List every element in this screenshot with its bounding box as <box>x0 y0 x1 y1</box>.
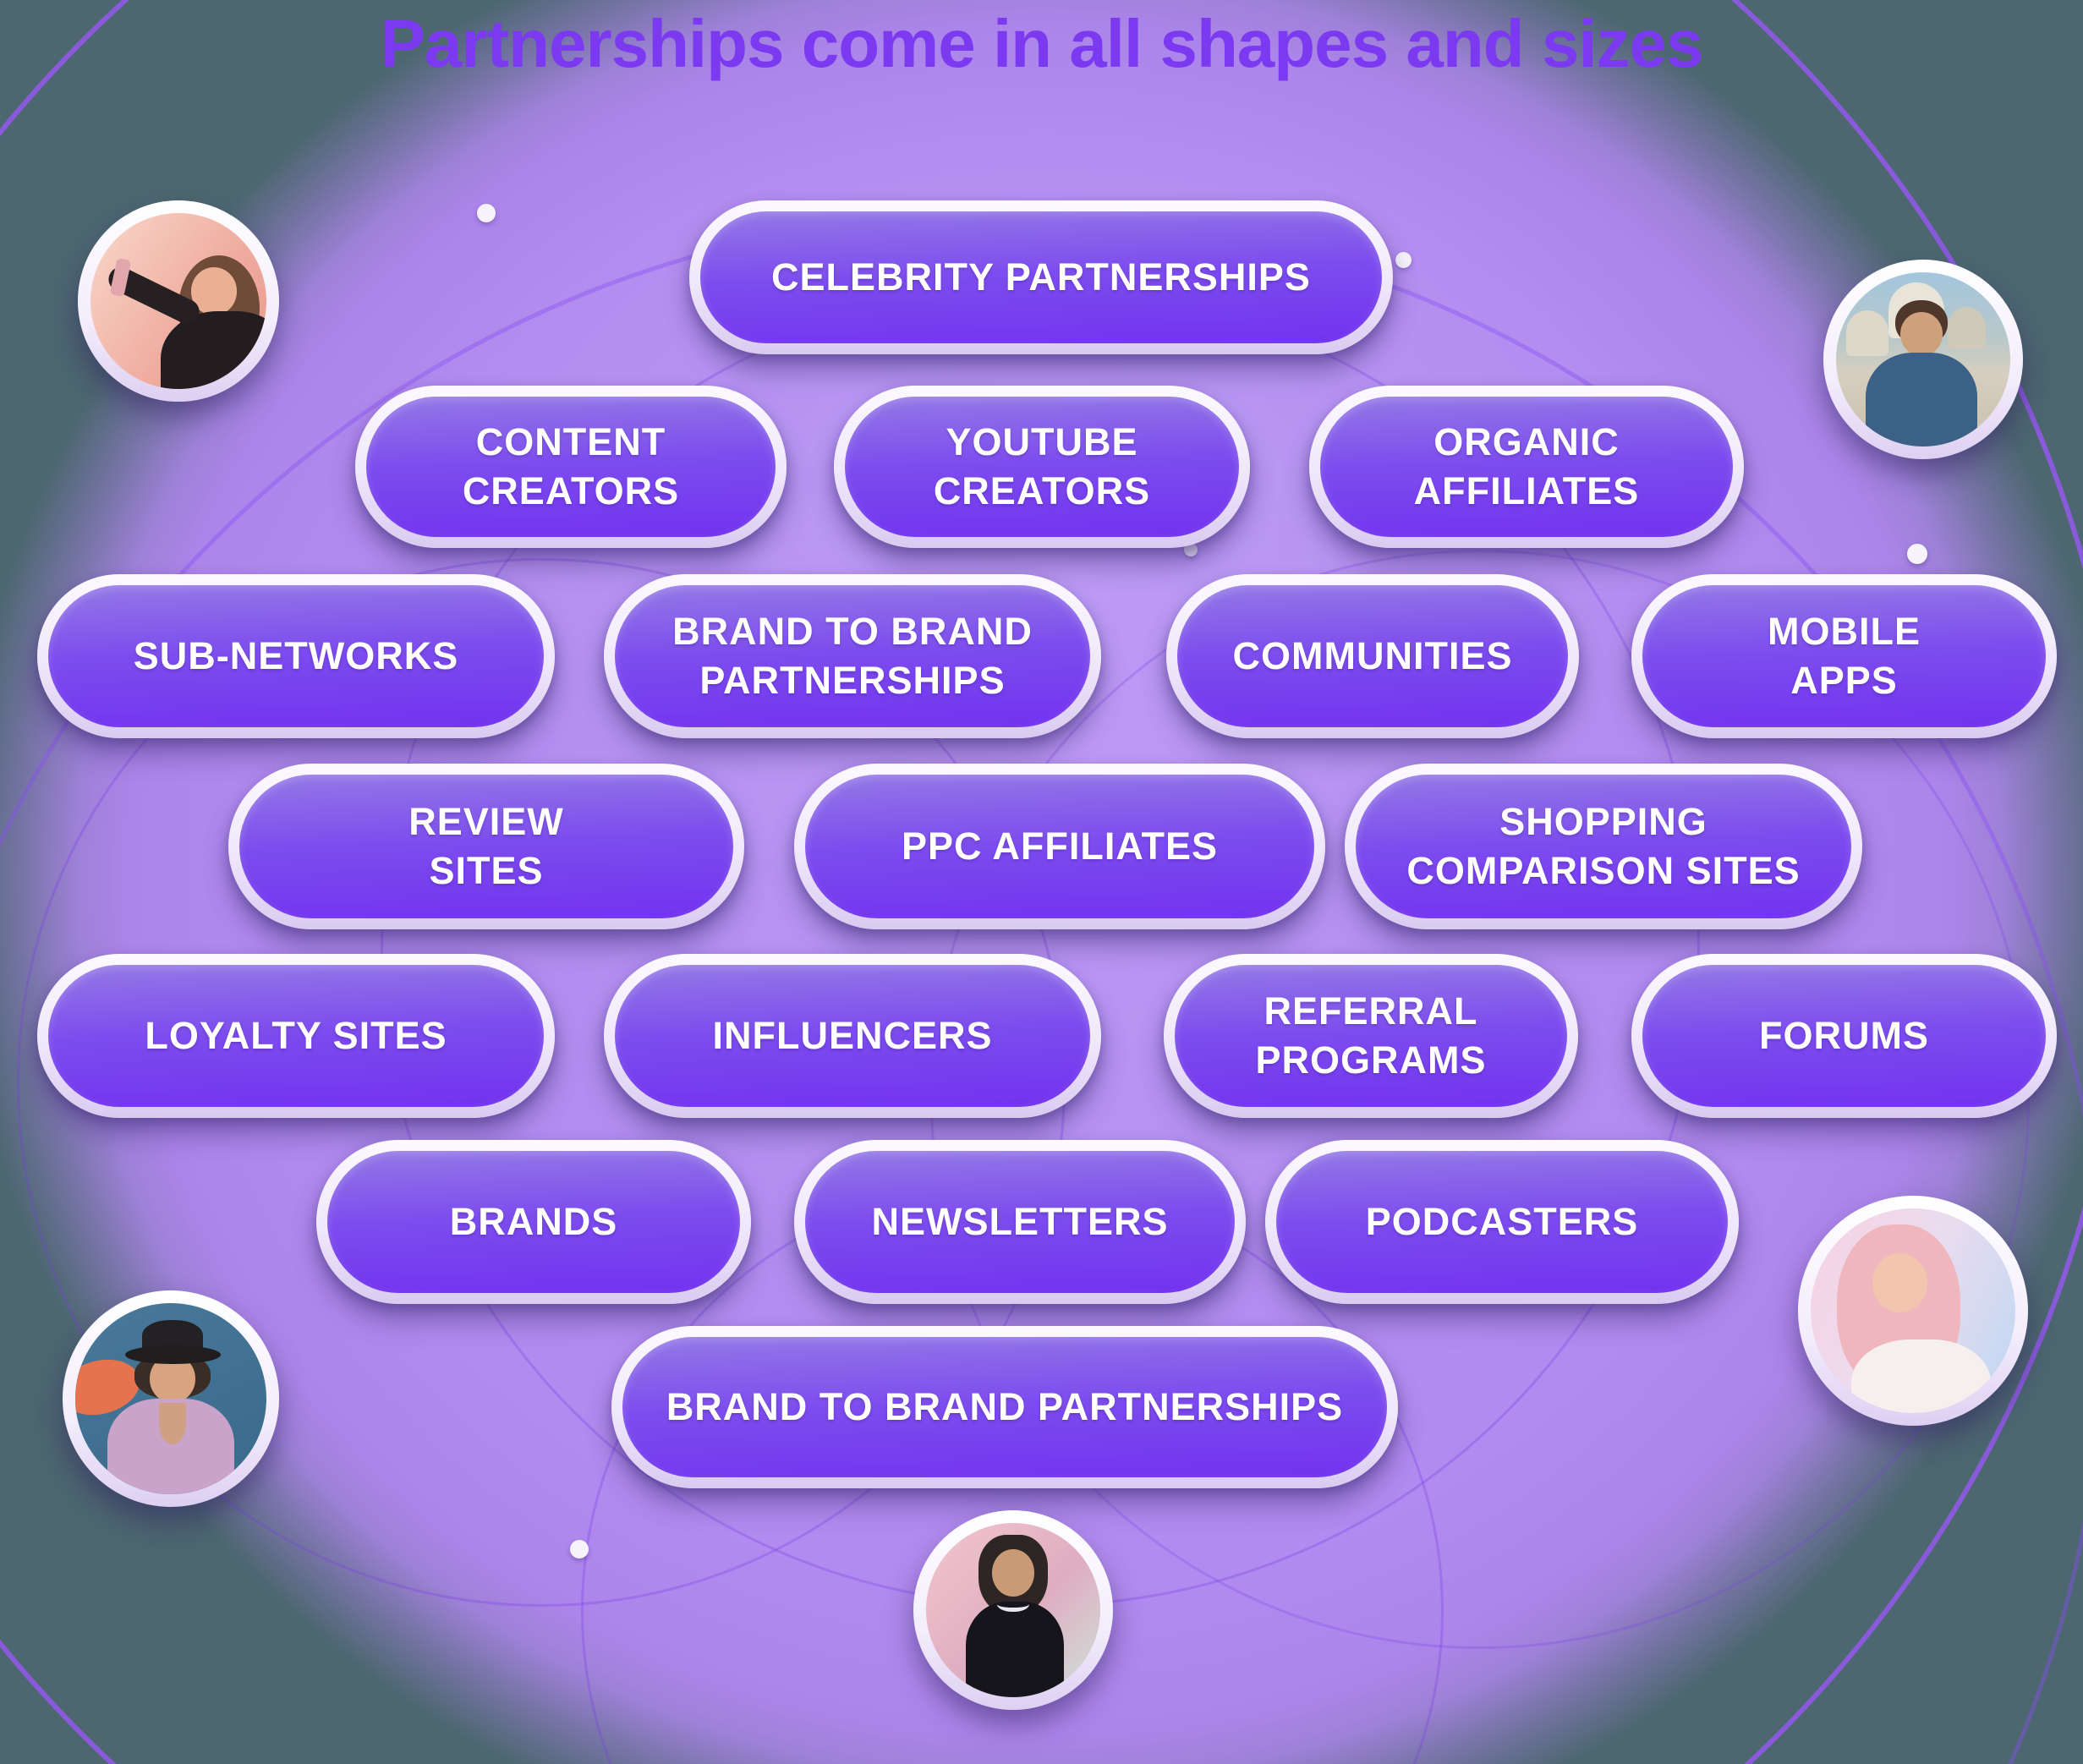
pill-face: REVIEW SITES <box>239 775 733 918</box>
pill-podcasters: PODCASTERS <box>1265 1140 1739 1304</box>
portrait-chest <box>159 1402 187 1445</box>
pill-face: NEWSLETTERS <box>805 1151 1235 1293</box>
white-dot <box>1395 252 1412 268</box>
avatar-photo <box>90 213 266 389</box>
pill-label: YOUTUBE CREATORS <box>933 420 1151 512</box>
pill-label: COMMUNITIES <box>1232 634 1513 678</box>
pill-label: PODCASTERS <box>1365 1200 1639 1244</box>
pill-label: REVIEW SITES <box>408 800 564 892</box>
pill-face: SUB-NETWORKS <box>48 585 544 727</box>
pill-label: FORUMS <box>1759 1014 1929 1058</box>
pill-face: BRANDS <box>327 1151 740 1293</box>
pill-face: LOYALTY SITES <box>48 965 544 1107</box>
pill-label: BRAND TO BRAND PARTNERSHIPS <box>672 610 1033 702</box>
white-dot <box>570 1540 589 1559</box>
portrait-face <box>1872 1253 1927 1313</box>
white-dot <box>1184 543 1198 556</box>
pill-label: REFERRAL PROGRAMS <box>1255 989 1487 1082</box>
pill-label: PPC AFFILIATES <box>902 824 1218 868</box>
pill-face: FORUMS <box>1642 965 2046 1107</box>
pill-organic-affiliates: ORGANIC AFFILIATES <box>1309 386 1744 548</box>
portrait-torso <box>161 311 266 389</box>
pill-face: CONTENT CREATORS <box>366 397 776 537</box>
avatar-woman-in-black-outfit <box>913 1510 1113 1710</box>
portrait-torso <box>1866 352 1977 446</box>
pill-face: ORGANIC AFFILIATES <box>1320 397 1733 537</box>
pill-brand-to-brand-partnerships-2: BRAND TO BRAND PARTNERSHIPS <box>611 1326 1398 1488</box>
page-title: Partnerships come in all shapes and size… <box>380 6 1703 81</box>
pill-newsletters: NEWSLETTERS <box>794 1140 1246 1304</box>
pill-label: LOYALTY SITES <box>145 1014 447 1058</box>
pill-face: YOUTUBE CREATORS <box>845 397 1239 537</box>
avatar-photo <box>1836 272 2010 446</box>
pill-ppc-affiliates: PPC AFFILIATES <box>794 764 1325 929</box>
pill-face: INFLUENCERS <box>615 965 1090 1107</box>
pill-label: CONTENT CREATORS <box>462 420 680 512</box>
pill-face: PPC AFFILIATES <box>805 775 1314 918</box>
pill-face: PODCASTERS <box>1276 1151 1728 1293</box>
pill-label: INFLUENCERS <box>712 1014 993 1058</box>
pill-label: ORGANIC AFFILIATES <box>1413 420 1640 512</box>
portrait-torso <box>966 1601 1064 1697</box>
pill-face: MOBILE APPS <box>1642 585 2046 727</box>
portrait-building <box>1947 307 1987 349</box>
pill-face: BRAND TO BRAND PARTNERSHIPS <box>622 1337 1387 1477</box>
pill-label: BRANDS <box>449 1200 618 1244</box>
pill-face: REFERRAL PROGRAMS <box>1175 965 1567 1107</box>
pill-celebrity-partnerships: CELEBRITY PARTNERSHIPS <box>689 200 1393 354</box>
pill-youtube-creators: YOUTUBE CREATORS <box>834 386 1250 548</box>
pill-review-sites: REVIEW SITES <box>228 764 744 929</box>
pill-sub-networks: SUB-NETWORKS <box>37 574 555 738</box>
necklace-icon <box>997 1597 1029 1613</box>
avatar-woman-taking-selfie <box>78 200 279 402</box>
pill-brand-to-brand-partnerships: BRAND TO BRAND PARTNERSHIPS <box>604 574 1101 738</box>
avatar-photo <box>75 1303 266 1494</box>
avatar-photo <box>1811 1208 2015 1413</box>
pill-face: CELEBRITY PARTNERSHIPS <box>700 211 1382 343</box>
pill-communities: COMMUNITIES <box>1166 574 1579 738</box>
pill-label: NEWSLETTERS <box>871 1200 1169 1244</box>
portrait-face <box>992 1548 1034 1597</box>
portrait-face <box>1900 312 1943 356</box>
pill-label: BRAND TO BRAND PARTNERSHIPS <box>666 1385 1344 1429</box>
pill-label: SHOPPING COMPARISON SITES <box>1406 800 1801 892</box>
pill-face: BRAND TO BRAND PARTNERSHIPS <box>615 585 1090 727</box>
portrait-building <box>1846 310 1888 356</box>
avatar-man-in-front-of-basilica <box>1823 260 2023 459</box>
pill-label: CELEBRITY PARTNERSHIPS <box>771 255 1311 299</box>
portrait-torso <box>1851 1339 1991 1413</box>
avatar-woman-with-pink-hair <box>1798 1196 2028 1426</box>
white-dot <box>1907 544 1927 564</box>
pill-label: SUB-NETWORKS <box>133 634 459 678</box>
avatar-man-in-hat-and-pink-suit <box>63 1290 279 1507</box>
pill-shopping-comparison-sites: SHOPPING COMPARISON SITES <box>1345 764 1862 929</box>
pill-referral-programs: REFERRAL PROGRAMS <box>1164 954 1578 1118</box>
pill-content-creators: CONTENT CREATORS <box>355 386 787 548</box>
avatar-photo <box>926 1523 1100 1697</box>
pill-forums: FORUMS <box>1631 954 2057 1118</box>
pill-label: MOBILE APPS <box>1768 610 1921 702</box>
hat-icon <box>124 1345 221 1365</box>
pill-brands: BRANDS <box>316 1140 751 1304</box>
pill-influencers: INFLUENCERS <box>604 954 1101 1118</box>
pill-loyalty-sites: LOYALTY SITES <box>37 954 555 1118</box>
pill-face: SHOPPING COMPARISON SITES <box>1356 775 1851 918</box>
pill-face: COMMUNITIES <box>1177 585 1568 727</box>
white-dot <box>477 204 496 222</box>
pill-mobile-apps: MOBILE APPS <box>1631 574 2057 738</box>
